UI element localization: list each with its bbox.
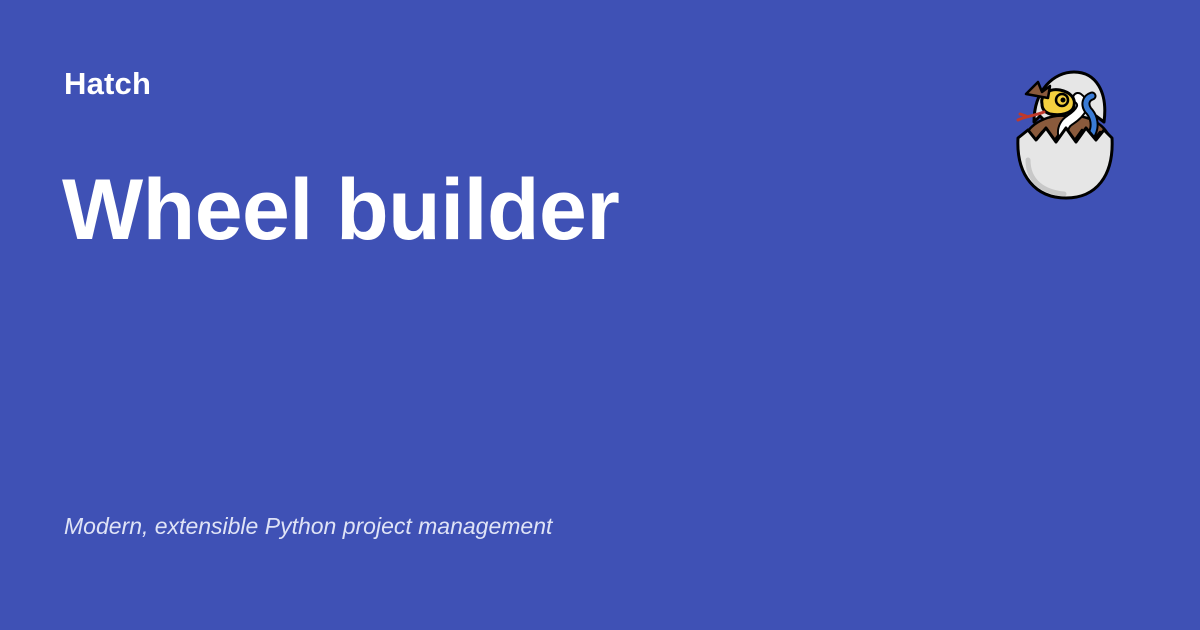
logo-graphic	[1016, 70, 1114, 200]
hatching-snake-egg-icon	[1004, 64, 1124, 204]
snake-tongue	[1016, 110, 1046, 122]
tagline: Modern, extensible Python project manage…	[64, 513, 553, 539]
shell-fragment	[1024, 80, 1052, 100]
egg-bottom-shell	[1016, 126, 1114, 200]
site-name: Hatch	[64, 66, 152, 101]
page-title: Wheel builder	[62, 162, 620, 258]
